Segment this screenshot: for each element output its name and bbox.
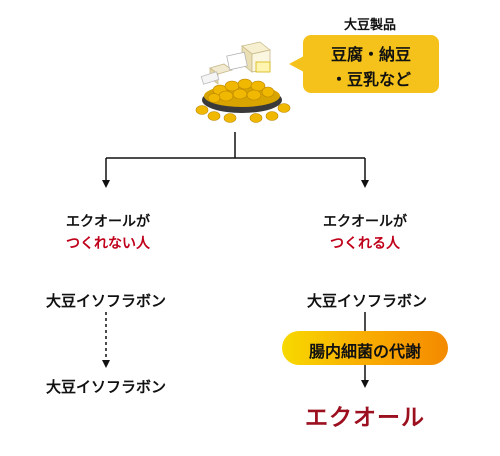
left-branch-line2: つくれない人 (66, 236, 150, 252)
right-branch-line2: つくれる人 (330, 236, 400, 252)
callout-box: 豆腐・納豆 ・豆乳など (303, 35, 439, 93)
natto-pack-icon (200, 51, 271, 85)
gut-bacteria-metabolism-pill: 腸内細菌の代謝 (282, 331, 448, 365)
callout-line-1: 豆腐・納豆 (330, 45, 411, 64)
right-branch-line1: エクオールが (323, 214, 407, 230)
callout-tail (289, 56, 304, 72)
left-isoflavone-bottom: 大豆イソフラボン (45, 378, 167, 396)
callout-title: 大豆製品 (343, 18, 397, 33)
soybeans-icon (195, 78, 291, 123)
soybean-bowl-illustration (195, 41, 291, 123)
right-isoflavone-top: 大豆イソフラボン (306, 292, 428, 310)
left-isoflavone-top: 大豆イソフラボン (45, 292, 167, 310)
gut-bacteria-metabolism-label: 腸内細菌の代謝 (308, 342, 421, 361)
left-branch-line1: エクオールが (66, 214, 150, 230)
callout-line-2: ・豆乳など (330, 70, 411, 89)
equol-result: エクオール (305, 405, 425, 431)
